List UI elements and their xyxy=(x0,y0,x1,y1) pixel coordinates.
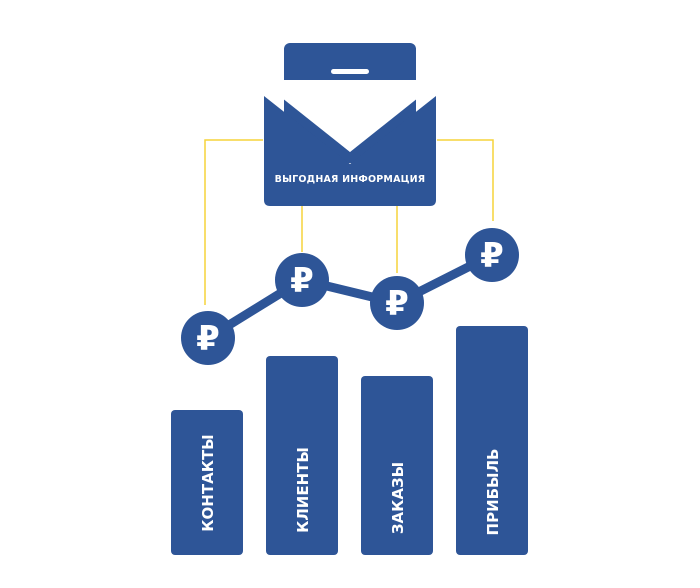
trend-line xyxy=(203,250,497,343)
connector-lines xyxy=(204,139,494,305)
coin-4-symbol: ₽ xyxy=(480,236,504,276)
coin-2-symbol: ₽ xyxy=(290,261,314,301)
envelope-fold-line xyxy=(270,81,430,152)
bar-orders-label: ЗАКАЗЫ xyxy=(389,462,407,534)
bar-clients-label: КЛИЕНТЫ xyxy=(294,447,312,533)
coin-1-symbol: ₽ xyxy=(196,319,220,359)
letter-line-short xyxy=(331,69,369,74)
bar-profit-label: ПРИБЫЛЬ xyxy=(484,449,502,536)
coin-2-circle xyxy=(275,253,329,307)
coin-3: ₽ xyxy=(370,276,424,330)
coin-1-circle xyxy=(181,311,235,365)
bar-contacts: КОНТАКТЫ xyxy=(171,410,243,555)
connector-right xyxy=(437,139,494,221)
bar-orders: ЗАКАЗЫ xyxy=(361,376,433,555)
coin-2: ₽ xyxy=(275,253,329,307)
connector-left xyxy=(204,139,263,305)
bar-clients: КЛИЕНТЫ xyxy=(266,356,338,555)
envelope-label: ВЫГОДНАЯ ИНФОРМАЦИЯ xyxy=(275,174,426,185)
bar-contacts-label: КОНТАКТЫ xyxy=(199,434,217,531)
bar-orders-rect xyxy=(361,376,433,555)
coin-4: ₽ xyxy=(465,228,519,282)
envelope-body xyxy=(264,96,436,206)
bar-contacts-rect xyxy=(171,410,243,555)
coin-1: ₽ xyxy=(181,311,235,365)
coin-4-circle xyxy=(465,228,519,282)
coin-3-circle xyxy=(370,276,424,330)
envelope-back-flap xyxy=(267,80,433,152)
coin-3-symbol: ₽ xyxy=(385,284,409,324)
bar-profit: ПРИБЫЛЬ xyxy=(456,326,528,555)
bar-clients-rect xyxy=(266,356,338,555)
bar-profit-rect xyxy=(456,326,528,555)
envelope-icon: ВЫГОДНАЯ ИНФОРМАЦИЯ xyxy=(264,43,436,206)
